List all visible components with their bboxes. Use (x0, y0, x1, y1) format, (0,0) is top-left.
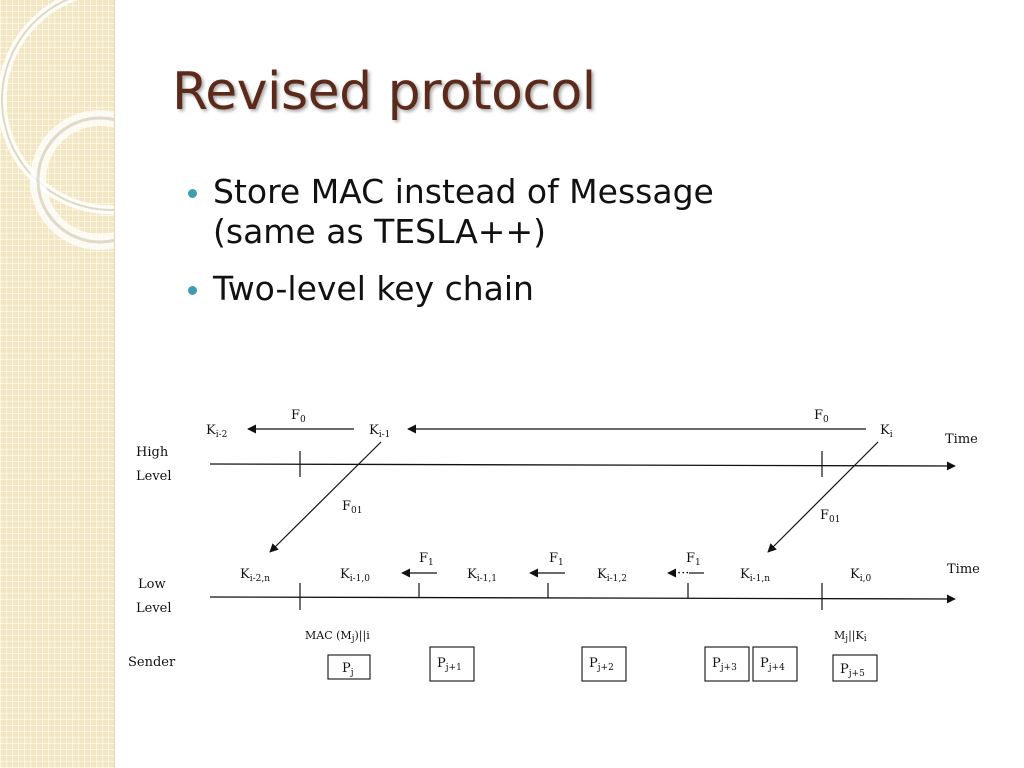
packet-label: Pj+2 (589, 656, 614, 673)
low-key: Ki-1,n (740, 567, 770, 584)
packet: Pj (327, 654, 371, 680)
decorative-sidebar (0, 0, 115, 768)
high-key: Ki-1 (369, 423, 390, 440)
low-key: Ki-1,0 (340, 567, 370, 584)
bullet-text: Store MAC instead of Message (213, 172, 714, 211)
key-chain-diagram: High Level Low Level Sender Time Time Ki… (128, 408, 980, 682)
packet-label: Pj+4 (760, 656, 785, 673)
high-key: Ki-2 (206, 423, 227, 440)
high-time-axis (209, 461, 956, 471)
bullet-text: Two-level key chain (213, 269, 534, 309)
low-func: F1 (549, 551, 564, 568)
bullet-item: Two-level key chain (188, 269, 828, 309)
high-func: F0 (814, 408, 829, 425)
high-key: Ki (880, 423, 893, 440)
low-key: Ki-2,n (240, 567, 270, 584)
low-func: F1 (686, 551, 701, 568)
sender-label: Sender (128, 655, 176, 670)
bullet-item: Store MAC instead of Message (same as TE… (188, 172, 828, 251)
time-label-high: Time (945, 432, 978, 447)
cross-level-arrow (269, 441, 382, 553)
low-key: Ki-1,2 (597, 567, 627, 584)
low-level-label: Low (138, 577, 166, 592)
packet: Pj+3 (704, 646, 750, 682)
cross-func: F01 (342, 499, 362, 516)
packet: Pj+5 (832, 654, 878, 682)
low-key: Ki-1,1 (467, 567, 497, 584)
high-func: F0 (291, 408, 306, 425)
bullet-dot-icon (188, 286, 197, 296)
mk-annotation: Mj||Ki (834, 629, 867, 644)
high-level-label-2: Level (136, 469, 172, 484)
packet: Pj+1 (429, 646, 475, 682)
packet: Pj+2 (581, 646, 627, 682)
bullet-text-continued: (same as TESLA++) (213, 211, 546, 251)
time-label-low: Time (947, 562, 980, 577)
high-level-label: High (136, 445, 169, 460)
decorative-rings (0, 0, 114, 250)
slide-title: Revised protocol (172, 62, 596, 122)
packet: Pj+4 (752, 646, 798, 682)
packet-label: Pj (342, 661, 354, 678)
cross-func: F01 (820, 508, 840, 525)
ellipsis: ··· (677, 566, 689, 581)
low-key: Ki,0 (850, 567, 871, 584)
cross-level-arrow (767, 441, 879, 553)
mac-annotation: MAC (Mj)||i (305, 629, 370, 644)
bullet-dot-icon (188, 189, 197, 198)
packet-label: Pj+3 (712, 656, 737, 673)
low-func: F1 (419, 551, 434, 568)
bullet-list: Store MAC instead of Message (same as TE… (188, 172, 828, 327)
low-time-axis (209, 594, 956, 604)
low-level-label-2: Level (136, 601, 172, 616)
packet-label: Pj+1 (437, 656, 462, 673)
packet-label: Pj+5 (840, 662, 865, 679)
